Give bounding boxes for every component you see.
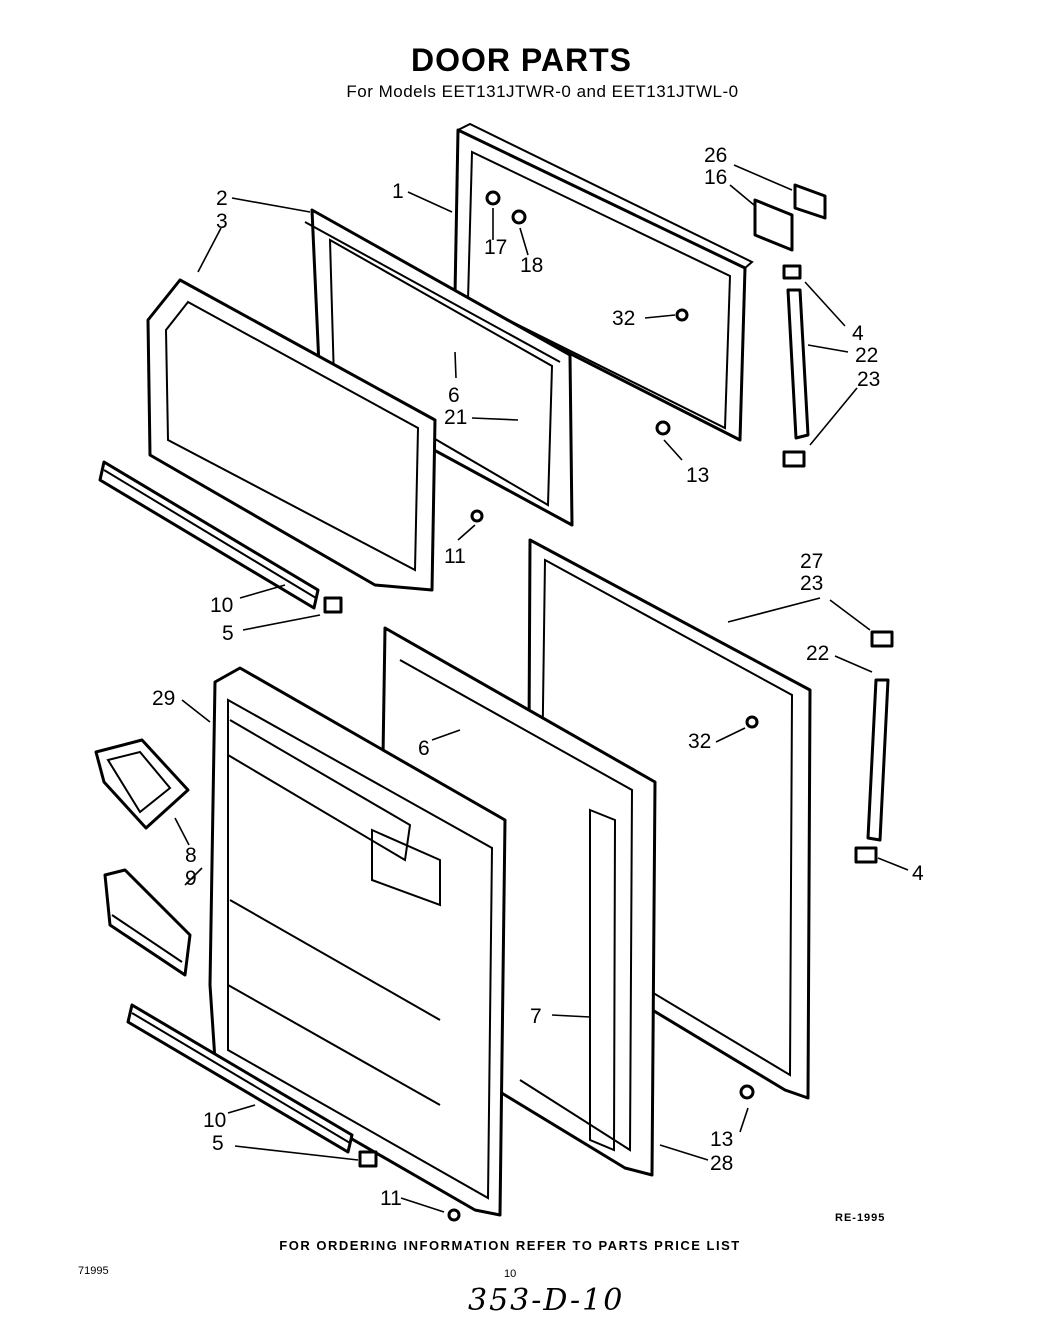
dairy-bin (94, 738, 190, 830)
handwritten-note: 353-D-10 (468, 1283, 625, 1318)
callout-22-upper: 22 (855, 344, 878, 367)
freezer-trim-strip (98, 460, 320, 610)
freezer-gasket-frame (304, 208, 574, 527)
fresh-food-inner-liner (208, 666, 507, 1217)
callout-6-upper: 6 (448, 384, 460, 407)
fasteners (323, 190, 759, 1222)
callout-13-upper: 13 (686, 464, 709, 487)
callout-17: 17 (484, 236, 507, 259)
callout-28: 28 (710, 1152, 733, 1175)
callout-16: 16 (704, 166, 727, 189)
callout-10-upper: 10 (210, 594, 233, 617)
freezer-inner-liner (146, 278, 437, 592)
callout-11-upper: 11 (444, 545, 466, 568)
callout-5-upper: 5 (222, 622, 234, 645)
callout-22-lower: 22 (806, 642, 829, 665)
callout-29: 29 (152, 687, 175, 710)
page-title: DOOR PARTS (411, 42, 632, 78)
callout-27: 27 (800, 550, 823, 573)
callout-32-upper: 32 (612, 307, 635, 330)
ordering-note: FOR ORDERING INFORMATION REFER TO PARTS … (279, 1238, 741, 1253)
callout-6-lower: 6 (418, 737, 430, 760)
callout-5-lower: 5 (212, 1132, 224, 1155)
callout-32-lower: 32 (688, 730, 711, 753)
callout-2: 2 (216, 187, 228, 210)
callout-9: 9 (185, 867, 197, 890)
freezer-door-panel (453, 122, 754, 442)
fresh-food-trim-strip (126, 1003, 354, 1154)
callout-3: 3 (216, 210, 228, 233)
callout-23-upper: 23 (857, 368, 880, 391)
callout-10-lower: 10 (203, 1109, 226, 1132)
doc-number: 71995 (78, 1265, 109, 1277)
lower-hinge-parts (854, 630, 894, 864)
callout-labels: 1 2 3 4 4 5 5 6 6 7 8 9 10 10 11 11 13 1… (152, 144, 924, 1210)
callout-4-upper: 4 (852, 322, 864, 345)
callout-7: 7 (530, 1005, 542, 1028)
upper-hinge-parts (753, 183, 827, 468)
callout-8: 8 (185, 844, 197, 867)
dairy-door (103, 868, 192, 977)
callout-23-lower: 23 (800, 572, 823, 595)
callout-leaders (174, 164, 909, 1213)
callout-26: 26 (704, 144, 727, 167)
callout-1: 1 (392, 180, 404, 203)
diagram-code: RE-1995 (835, 1212, 886, 1224)
callout-18: 18 (520, 254, 543, 277)
page-subtitle: For Models EET131JTWR-0 and EET131JTWL-0 (346, 82, 739, 101)
callout-4-lower: 4 (912, 862, 924, 885)
callout-11-lower: 11 (380, 1187, 402, 1210)
page-number: 10 (504, 1268, 517, 1280)
callout-21: 21 (444, 406, 467, 429)
callout-13-lower: 13 (710, 1128, 733, 1151)
